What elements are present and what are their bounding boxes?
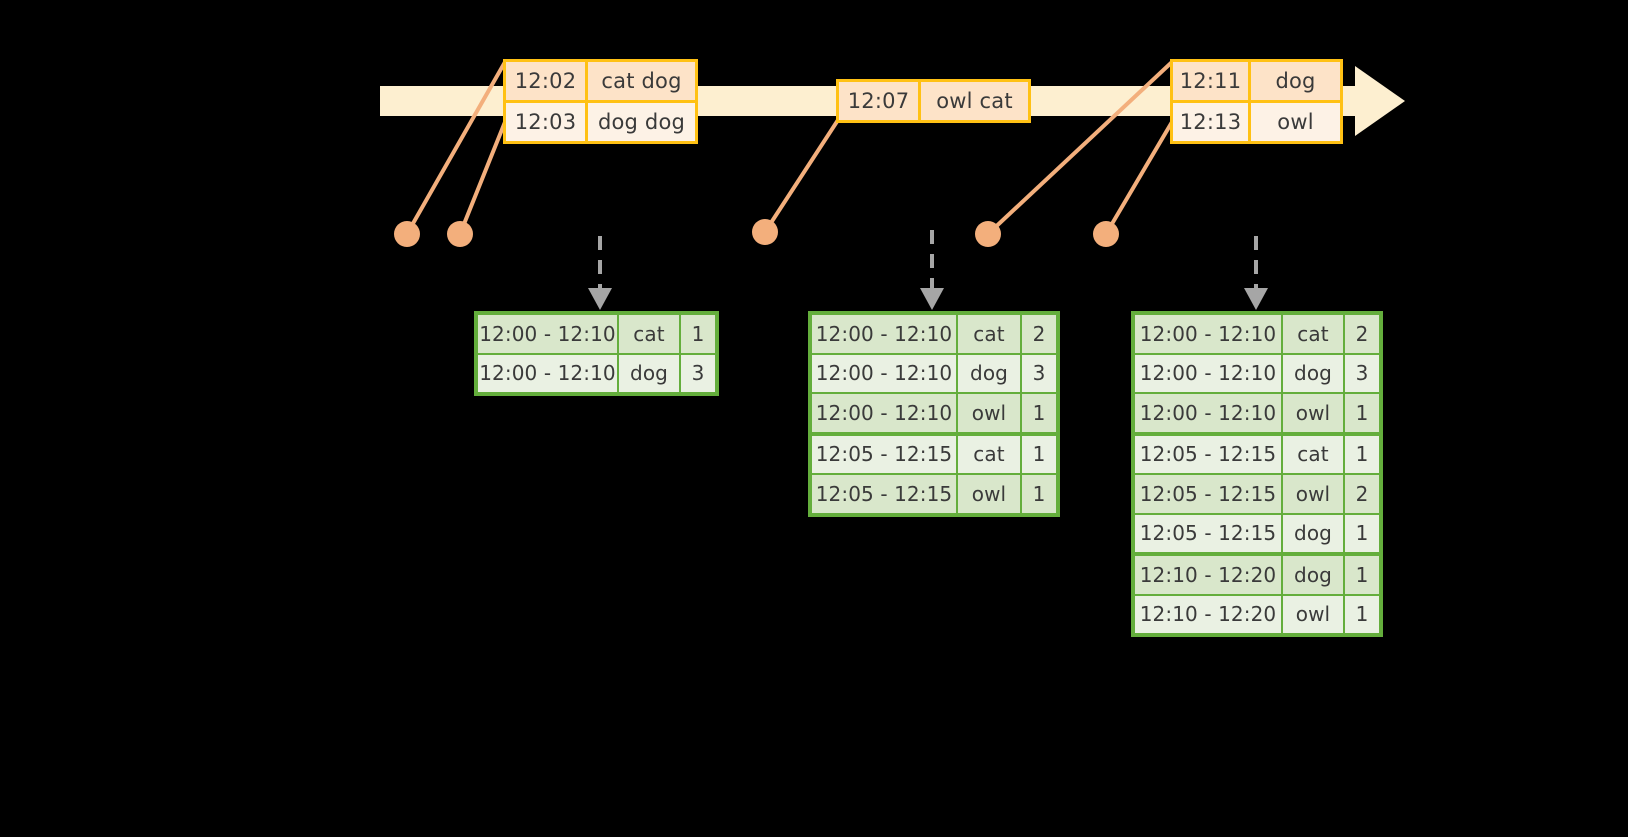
cell-window: 12:00 - 12:10	[1135, 394, 1281, 432]
cell-count: 1	[681, 315, 715, 353]
cell-count: 1	[1345, 394, 1379, 432]
cell-count: 1	[1022, 475, 1056, 513]
event-time: 12:02	[506, 62, 588, 100]
cell-window: 12:10 - 12:20	[1135, 595, 1281, 633]
cell-word: cat	[958, 315, 1020, 353]
event-time: 12:11	[1173, 62, 1251, 100]
table-row: 12:00 - 12:10 owl 1	[1135, 394, 1379, 432]
cell-window: 12:00 - 12:10	[812, 354, 956, 392]
table-row: 12:00 - 12:10 cat 2	[1135, 315, 1379, 353]
cell-word: owl	[1283, 475, 1343, 513]
event-time: 12:13	[1173, 103, 1251, 141]
table-row: 12:00 - 12:10 dog 3	[812, 354, 1056, 392]
event-words: dog dog	[588, 103, 695, 141]
cell-word: cat	[1283, 435, 1343, 473]
cell-word: cat	[958, 435, 1020, 473]
table-row: 12:05 - 12:15 cat 1	[812, 435, 1056, 473]
event-group-2: 12:07 owl cat	[836, 79, 1031, 123]
cell-word: dog	[1283, 514, 1343, 552]
table-row: 12:00 - 12:10 dog 3	[478, 354, 715, 392]
cell-count: 3	[681, 354, 715, 392]
cell-word: dog	[958, 354, 1020, 392]
event-time: 12:03	[506, 103, 588, 141]
event-words: dog	[1251, 62, 1340, 100]
event-group-3: 12:11 dog 12:13 owl	[1170, 59, 1343, 144]
cell-count: 2	[1345, 475, 1379, 513]
cell-window: 12:05 - 12:15	[1135, 435, 1281, 473]
cell-word: dog	[1283, 354, 1343, 392]
cell-count: 1	[1345, 514, 1379, 552]
cell-window: 12:00 - 12:10	[812, 315, 956, 353]
table-row: 12:05 - 12:15 cat 1	[1135, 435, 1379, 473]
connector-line-12-03	[458, 120, 507, 236]
table-row: 12:05 - 12:15 owl 2	[1135, 475, 1379, 513]
result-table-3: 12:00 - 12:10 cat 2 12:00 - 12:10 dog 3 …	[1131, 311, 1383, 637]
connector-line-12-07	[763, 118, 840, 234]
event-time: 12:07	[839, 82, 921, 120]
event-marker-12-11-dot	[975, 221, 1001, 247]
cell-window: 12:05 - 12:15	[1135, 514, 1281, 552]
event-group-1: 12:02 cat dog 12:03 dog dog	[503, 59, 698, 144]
cell-window: 12:00 - 12:10	[478, 354, 617, 392]
cell-count: 1	[1345, 435, 1379, 473]
table-row: 12:00 - 12:10 owl 1	[812, 394, 1056, 432]
event-words: cat dog	[588, 62, 695, 100]
emit-arrow-1	[588, 236, 612, 310]
event-marker-12-13-dot	[1093, 221, 1119, 247]
cell-word: owl	[1283, 394, 1343, 432]
cell-window: 12:00 - 12:10	[1135, 354, 1281, 392]
cell-word: owl	[958, 475, 1020, 513]
event-row: 12:02 cat dog	[506, 62, 695, 100]
cell-word: owl	[958, 394, 1020, 432]
cell-window: 12:05 - 12:15	[1135, 475, 1281, 513]
connector-line-12-02	[405, 60, 507, 236]
table-row: 12:00 - 12:10 cat 2	[812, 315, 1056, 353]
emit-arrows	[588, 230, 1268, 310]
cell-count: 1	[1345, 556, 1379, 594]
cell-word: owl	[1283, 595, 1343, 633]
connector-line-12-13	[1104, 120, 1174, 236]
cell-window: 12:05 - 12:15	[812, 435, 956, 473]
event-words: owl	[1251, 103, 1340, 141]
result-table-2: 12:00 - 12:10 cat 2 12:00 - 12:10 dog 3 …	[808, 311, 1060, 517]
cell-count: 3	[1022, 354, 1056, 392]
cell-window: 12:00 - 12:10	[1135, 315, 1281, 353]
cell-count: 2	[1022, 315, 1056, 353]
event-row: 12:13 owl	[1173, 100, 1340, 141]
event-marker-12-07-dot	[752, 219, 778, 245]
event-marker-12-02-dot	[394, 221, 420, 247]
cell-word: cat	[619, 315, 679, 353]
table-row: 12:00 - 12:10 cat 1	[478, 315, 715, 353]
cell-count: 1	[1022, 394, 1056, 432]
table-row: 12:05 - 12:15 owl 1	[812, 475, 1056, 513]
result-table-1: 12:00 - 12:10 cat 1 12:00 - 12:10 dog 3	[474, 311, 719, 396]
emit-arrow-3	[1244, 236, 1268, 310]
cell-word: dog	[619, 354, 679, 392]
event-words: owl cat	[921, 82, 1028, 120]
event-row: 12:03 dog dog	[506, 100, 695, 141]
table-row: 12:10 - 12:20 dog 1	[1135, 556, 1379, 594]
cell-count: 3	[1345, 354, 1379, 392]
cell-word: cat	[1283, 315, 1343, 353]
cell-window: 12:00 - 12:10	[478, 315, 617, 353]
cell-window: 12:10 - 12:20	[1135, 556, 1281, 594]
cell-count: 1	[1022, 435, 1056, 473]
table-row: 12:00 - 12:10 dog 3	[1135, 354, 1379, 392]
event-marker-12-03-dot	[447, 221, 473, 247]
event-row: 12:11 dog	[1173, 62, 1340, 100]
emit-arrow-2	[920, 230, 944, 310]
table-row: 12:10 - 12:20 owl 1	[1135, 595, 1379, 633]
event-row: 12:07 owl cat	[839, 82, 1028, 120]
cell-window: 12:05 - 12:15	[812, 475, 956, 513]
cell-word: dog	[1283, 556, 1343, 594]
cell-count: 1	[1345, 595, 1379, 633]
table-row: 12:05 - 12:15 dog 1	[1135, 514, 1379, 552]
cell-window: 12:00 - 12:10	[812, 394, 956, 432]
cell-count: 2	[1345, 315, 1379, 353]
